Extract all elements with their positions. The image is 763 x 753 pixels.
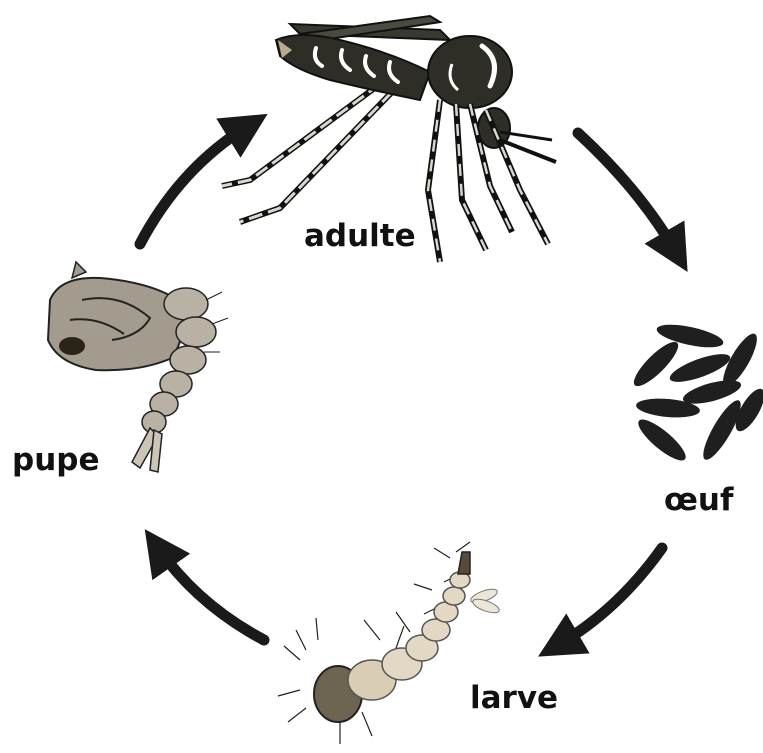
larva-icon xyxy=(278,542,501,744)
stage-label-adult: adulte xyxy=(304,218,416,254)
stage-label-egg: œuf xyxy=(664,482,733,518)
egg-cluster-icon xyxy=(628,320,763,466)
arrow-egg-to-larva-icon xyxy=(558,548,662,645)
pupa-icon xyxy=(48,262,228,472)
arrow-larva-to-pupa-icon xyxy=(158,548,264,640)
arrow-adult-to-egg-icon xyxy=(578,133,676,252)
stage-label-pupa: pupe xyxy=(12,442,99,478)
cycle-arrows xyxy=(140,126,676,645)
stage-label-larva: larve xyxy=(470,680,558,716)
